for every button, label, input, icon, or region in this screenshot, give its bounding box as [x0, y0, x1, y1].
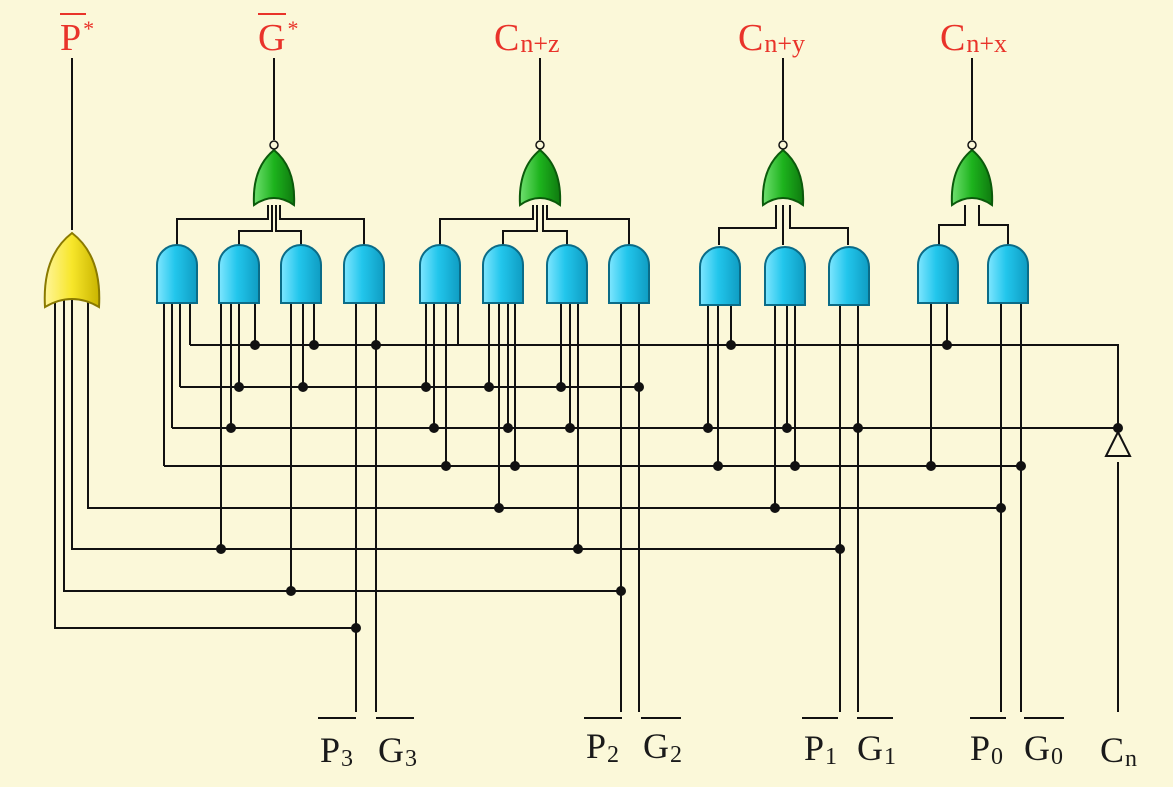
nor-gate-cnz: [518, 148, 562, 207]
label-cnz: Cn+z: [494, 17, 560, 59]
label-p2: P2: [586, 726, 619, 768]
or-gate-p-star: [43, 231, 101, 309]
and-gate: [917, 244, 959, 304]
label-g3: G3: [378, 730, 417, 772]
label-p-star: P*: [60, 16, 94, 59]
label-p0: P0: [970, 728, 1003, 770]
and-gate: [608, 244, 650, 304]
label-g0: G0: [1024, 728, 1063, 770]
and-gate: [482, 244, 524, 304]
and-gate: [156, 244, 198, 304]
and-gate: [987, 244, 1029, 304]
inversion-bubbles: [269, 140, 977, 150]
and-gate: [343, 244, 385, 304]
junction-dots: [216, 340, 1123, 633]
and-gate: [218, 244, 260, 304]
nor-gate-g-star: [252, 148, 296, 207]
and-gate: [419, 244, 461, 304]
and-gate: [828, 246, 870, 306]
label-g2: G2: [643, 726, 682, 768]
label-cnx: Cn+x: [940, 17, 1007, 59]
input-labels: P3 G3 P2 G2 P1 G1 P0 G0 Cn: [318, 717, 1137, 772]
output-labels: P* G* Cn+z Cn+y Cn+x: [60, 13, 1007, 59]
label-g1: G1: [857, 728, 896, 770]
label-cny: Cn+y: [738, 17, 805, 59]
and-gates: [156, 244, 1029, 306]
bus-cn-345: [190, 344, 1119, 428]
label-p3: P3: [320, 730, 353, 772]
and-gate: [699, 246, 741, 306]
label-cn: Cn: [1100, 730, 1137, 772]
and-gate: [764, 246, 806, 306]
nor-gate-cnx: [950, 148, 994, 207]
and-gate: [280, 244, 322, 304]
label-g-star: G*: [258, 16, 298, 59]
cn-buffer-triangle: [1104, 429, 1132, 457]
and-gate: [546, 244, 588, 304]
nor-gate-cny: [761, 148, 805, 207]
nor-gates: [252, 148, 994, 207]
wires: [54, 58, 1119, 712]
label-p1: P1: [804, 728, 837, 770]
